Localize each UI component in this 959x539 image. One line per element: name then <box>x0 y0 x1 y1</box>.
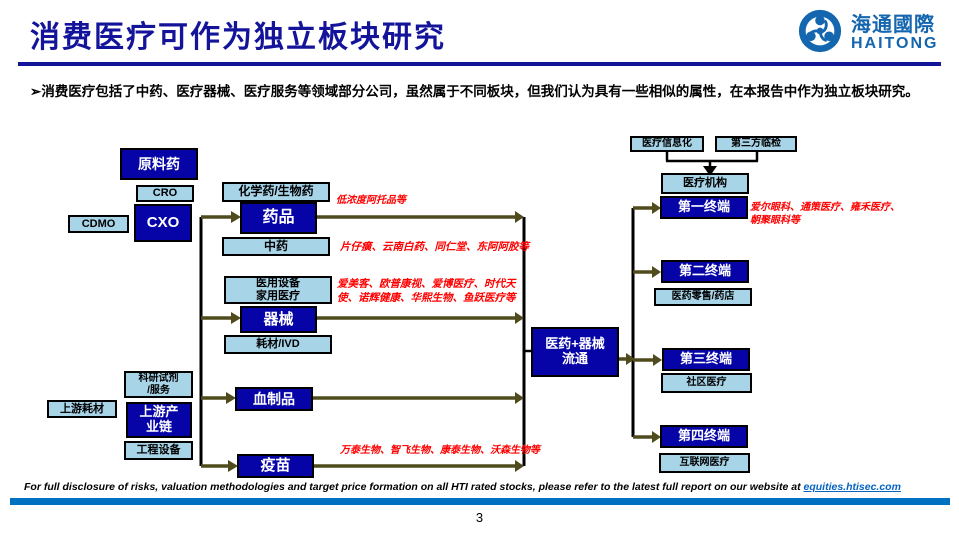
node-community-medical: 社区医疗 <box>661 373 752 393</box>
annotation-tcm-stocks: 片仔癀、云南白药、同仁堂、东阿阿胶等 <box>340 242 529 253</box>
node-internet-medical: 互联网医疗 <box>659 453 750 473</box>
footer-disclosure-text: For full disclosure of risks, valuation … <box>24 481 804 493</box>
node-terminal-3: 第三终端 <box>662 348 750 371</box>
annotation-vaccine-stocks: 万泰生物、智飞生物、康泰生物、沃森生物等 <box>340 445 540 456</box>
title-underline <box>18 62 941 66</box>
node-chem-bio-drugs: 化学药/生物药 <box>222 182 330 202</box>
node-terminal-4: 第四终端 <box>660 425 748 448</box>
node-engineering-equipment: 工程设备 <box>124 441 193 460</box>
logo-text-cn: 海通國際 <box>851 13 935 36</box>
node-distribution: 医药+器械 流通 <box>531 327 619 377</box>
annotation-devices-stocks: 爱美客、欧普康视、爱博医疗、时代天 使、诺辉健康、华熙生物、鱼跃医疗等 <box>337 279 516 304</box>
node-medical-home-equipment: 医用设备 家用医疗 <box>224 276 332 304</box>
annotation-drugs-stocks: 低浓度阿托品等 <box>336 195 406 206</box>
node-terminal-1: 第一终端 <box>660 196 748 219</box>
page-number: 3 <box>475 510 484 525</box>
intro-text: 消费医疗包括了中药、医疗器械、医疗服务等领域部分公司，虽然属于不同板块，但我们认… <box>41 84 919 99</box>
intro-paragraph: ➢消费医疗包括了中药、医疗器械、医疗服务等领域部分公司，虽然属于不同板块，但我们… <box>30 82 938 102</box>
node-cro: CRO <box>136 185 194 202</box>
node-cdmo: CDMO <box>68 215 129 233</box>
node-raw-material: 原料药 <box>120 148 198 180</box>
haitong-logo-icon <box>797 8 843 59</box>
page-title: 消费医疗可作为独立板块研究 <box>30 21 446 54</box>
bullet-icon: ➢ <box>30 84 42 99</box>
node-cxo: CXO <box>134 204 192 242</box>
node-third-party-testing: 第三方临检 <box>715 136 797 152</box>
haitong-logo: 海通國際 HAITONG <box>797 8 938 59</box>
annotation-terminal1-stocks: 爱尔眼科、通策医疗、雍禾医疗、 朝聚眼科等 <box>750 202 900 226</box>
node-vaccine: 疫苗 <box>237 454 314 478</box>
node-medical-institution: 医疗机构 <box>661 173 749 194</box>
node-consumables-ivd: 耗材/IVD <box>224 335 332 354</box>
node-upstream-consumables: 上游耗材 <box>47 400 117 418</box>
node-blood-products: 血制品 <box>235 387 313 411</box>
footer-link[interactable]: equities.htisec.com <box>803 481 901 493</box>
node-medical-it: 医疗信息化 <box>630 136 704 152</box>
footer-disclosure: For full disclosure of risks, valuation … <box>24 481 944 493</box>
node-devices: 器械 <box>240 306 317 333</box>
node-upstream-chain: 上游产 业链 <box>126 402 192 438</box>
logo-text-en: HAITONG <box>851 34 939 52</box>
node-pharmacy-retail: 医药零售/药店 <box>654 288 752 306</box>
node-terminal-2: 第二终端 <box>661 260 749 283</box>
node-research-reagents: 科研试剂 /服务 <box>124 371 193 398</box>
footer-bar <box>10 498 950 505</box>
node-drugs: 药品 <box>240 202 317 234</box>
node-tcm: 中药 <box>222 237 330 256</box>
